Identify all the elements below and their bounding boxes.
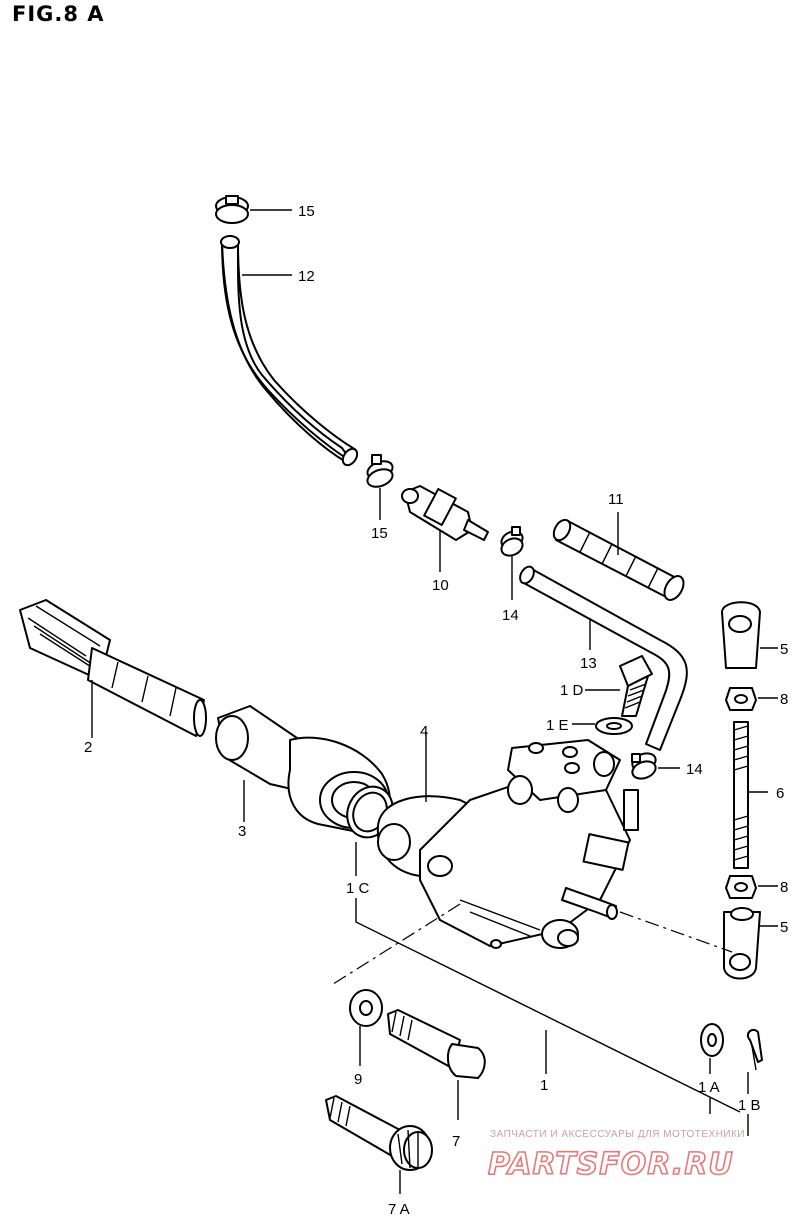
figure-title: FIG.8 A <box>12 2 105 26</box>
washer-1a <box>700 1023 724 1057</box>
label-9: 9 <box>354 1071 362 1088</box>
label-1c: 1 C <box>346 880 370 897</box>
oil-pump-housing <box>419 739 639 949</box>
hose-13 <box>519 565 688 751</box>
label-5-top: 5 <box>780 641 788 658</box>
label-2: 2 <box>84 739 92 756</box>
label-11: 11 <box>608 491 624 508</box>
label-8-lower: 8 <box>780 879 788 896</box>
clamp-14-lower <box>631 752 657 780</box>
hose-12 <box>220 235 359 467</box>
label-7: 7 <box>452 1133 460 1150</box>
label-7a: 7 A <box>388 1201 410 1218</box>
label-1d: 1 D <box>560 682 584 699</box>
label-6: 6 <box>776 785 784 802</box>
label-4: 4 <box>420 723 428 740</box>
rod-end-5-lower <box>723 907 761 980</box>
washer-9 <box>349 989 383 1027</box>
watermark-logo: PARTSFOR.RU <box>488 1147 734 1182</box>
bolt-1d <box>619 655 653 717</box>
label-1b: 1 B <box>738 1097 761 1114</box>
label-3: 3 <box>238 823 246 840</box>
cotter-pin-1b <box>746 1028 763 1071</box>
clamp-14-top <box>500 526 524 557</box>
label-13: 13 <box>580 655 597 672</box>
bolt-7a <box>325 1095 433 1171</box>
nut-8-top <box>725 687 757 711</box>
drive-gear-shaft-2 <box>19 599 207 737</box>
washer-1e <box>595 717 633 735</box>
label-12: 12 <box>298 268 315 285</box>
bolt-7 <box>387 1009 486 1079</box>
nut-8-lower <box>725 875 757 899</box>
clamp-15-top <box>215 195 249 224</box>
label-14-top: 14 <box>502 607 519 624</box>
clamp-15-mid <box>366 454 394 488</box>
label-5-lower: 5 <box>780 919 788 936</box>
label-1e: 1 E <box>546 717 569 734</box>
sleeve-11 <box>552 518 685 601</box>
label-1a: 1 A <box>698 1079 720 1096</box>
watermark-tagline: ЗАПЧАСТИ И АКСЕССУАРЫ ДЛЯ МОТОТЕХНИКИ <box>490 1129 745 1140</box>
fitting-10 <box>401 485 489 541</box>
label-15-top: 15 <box>298 203 315 220</box>
label-15-mid: 15 <box>371 525 388 542</box>
label-14-lower: 14 <box>686 761 703 778</box>
rod-end-5-top <box>721 601 761 669</box>
stud-6 <box>733 721 749 869</box>
label-8-top: 8 <box>780 691 788 708</box>
label-1: 1 <box>540 1077 548 1094</box>
label-10: 10 <box>432 577 449 594</box>
